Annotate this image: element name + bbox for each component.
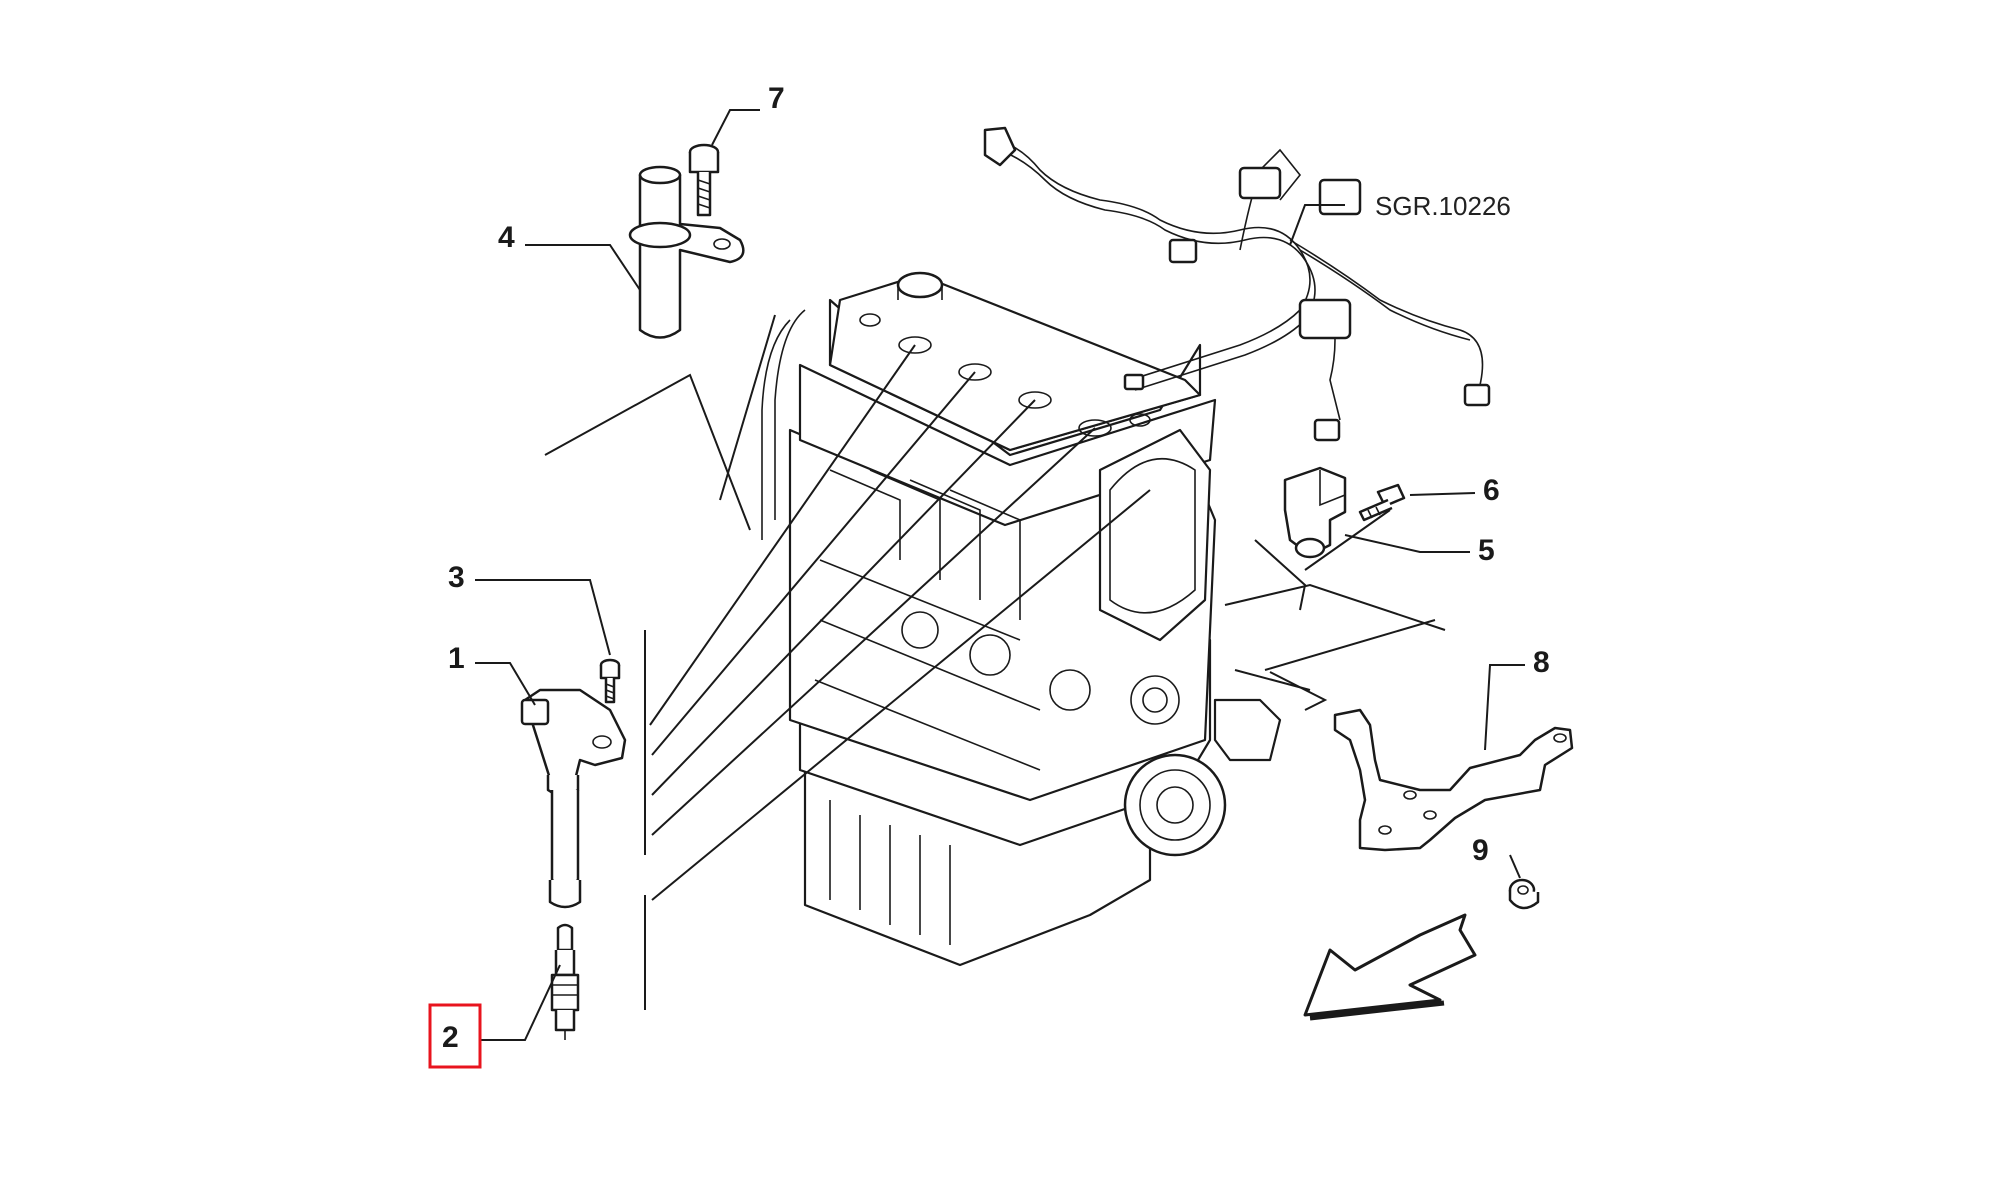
- engine-block: [761, 271, 1282, 967]
- callout-3: 3: [448, 561, 465, 594]
- bracket: [1333, 708, 1574, 852]
- callout-8: 8: [1533, 646, 1550, 679]
- bolt-3: [599, 658, 621, 704]
- callout-5: 5: [1478, 534, 1495, 567]
- callout-6: 6: [1483, 474, 1500, 507]
- spark-plug: [550, 923, 580, 1040]
- callout-7: 7: [768, 82, 785, 115]
- bolt-7: [688, 143, 720, 217]
- callout-4: 4: [498, 221, 515, 254]
- diagram-reference-code: SGR.10226: [1375, 191, 1511, 221]
- camshaft-sensor: [628, 165, 745, 339]
- front-direction-arrow: [1303, 913, 1477, 1017]
- callout-1: 1: [448, 642, 465, 675]
- nut: [1508, 878, 1540, 910]
- callout-9: 9: [1472, 834, 1489, 867]
- leader-lines: [475, 109, 1525, 1041]
- callout-2-highlight: [428, 1003, 482, 1069]
- ignition-coil: [520, 688, 627, 909]
- bolt-6: [1358, 483, 1406, 522]
- knock-sensor: [1283, 466, 1347, 559]
- callout-2[interactable]: 2: [442, 1021, 459, 1054]
- explosion-lines: [544, 314, 1446, 1010]
